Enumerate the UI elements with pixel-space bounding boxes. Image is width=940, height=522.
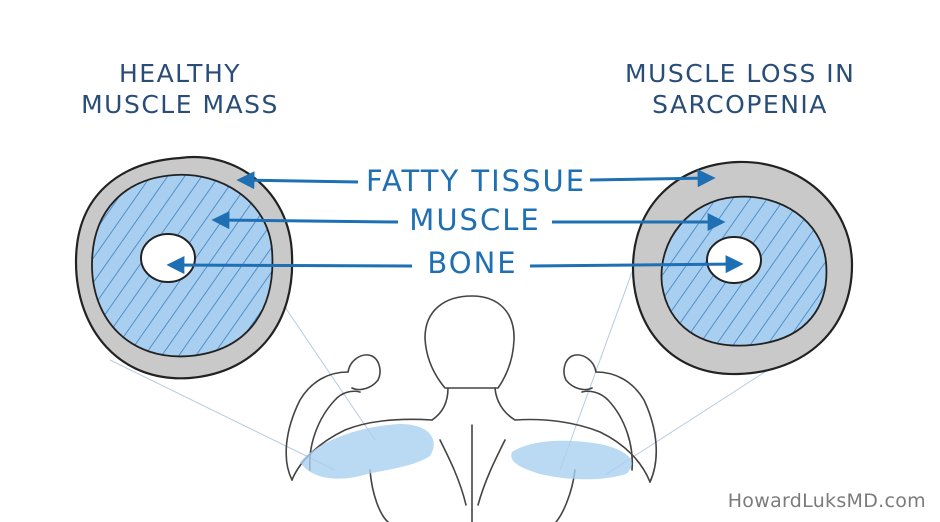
right-deltoid-highlight	[511, 440, 632, 480]
label-arrows	[166, 169, 744, 275]
watermark: HowardLuksMD.com	[727, 490, 926, 512]
arrow-bone-left	[166, 256, 413, 275]
fatty-tissue-label: FATTY TISSUE	[365, 164, 587, 198]
healthy-title-line1: HEALTHY	[118, 59, 242, 88]
sarcopenia-title-line1: MUSCLE LOSS IN	[625, 59, 856, 88]
healthy-title: HEALTHY MUSCLE MASS	[70, 58, 290, 121]
sarcopenia-title: MUSCLE LOSS IN SARCOPENIA	[625, 58, 855, 121]
arrow-bone-right	[529, 255, 744, 274]
arrow-muscle-left	[211, 211, 399, 230]
healthy-title-line2: MUSCLE MASS	[81, 90, 279, 120]
arrow-fat-right	[589, 169, 716, 188]
left-deltoid-highlight	[300, 424, 434, 479]
healthy-cross-section	[74, 155, 294, 380]
sarcopenia-title-line2: SARCOPENIA	[652, 90, 828, 120]
healthy-bone	[140, 233, 196, 283]
muscle-highlights	[300, 424, 632, 480]
flexing-figure-illustration	[285, 295, 658, 522]
bone-label: BONE	[427, 246, 518, 280]
sarcopenia-bone	[706, 236, 762, 284]
arrow-fat-left	[236, 171, 359, 190]
muscle-label: MUSCLE	[409, 203, 541, 237]
sarcopenia-cross-section	[631, 160, 854, 376]
